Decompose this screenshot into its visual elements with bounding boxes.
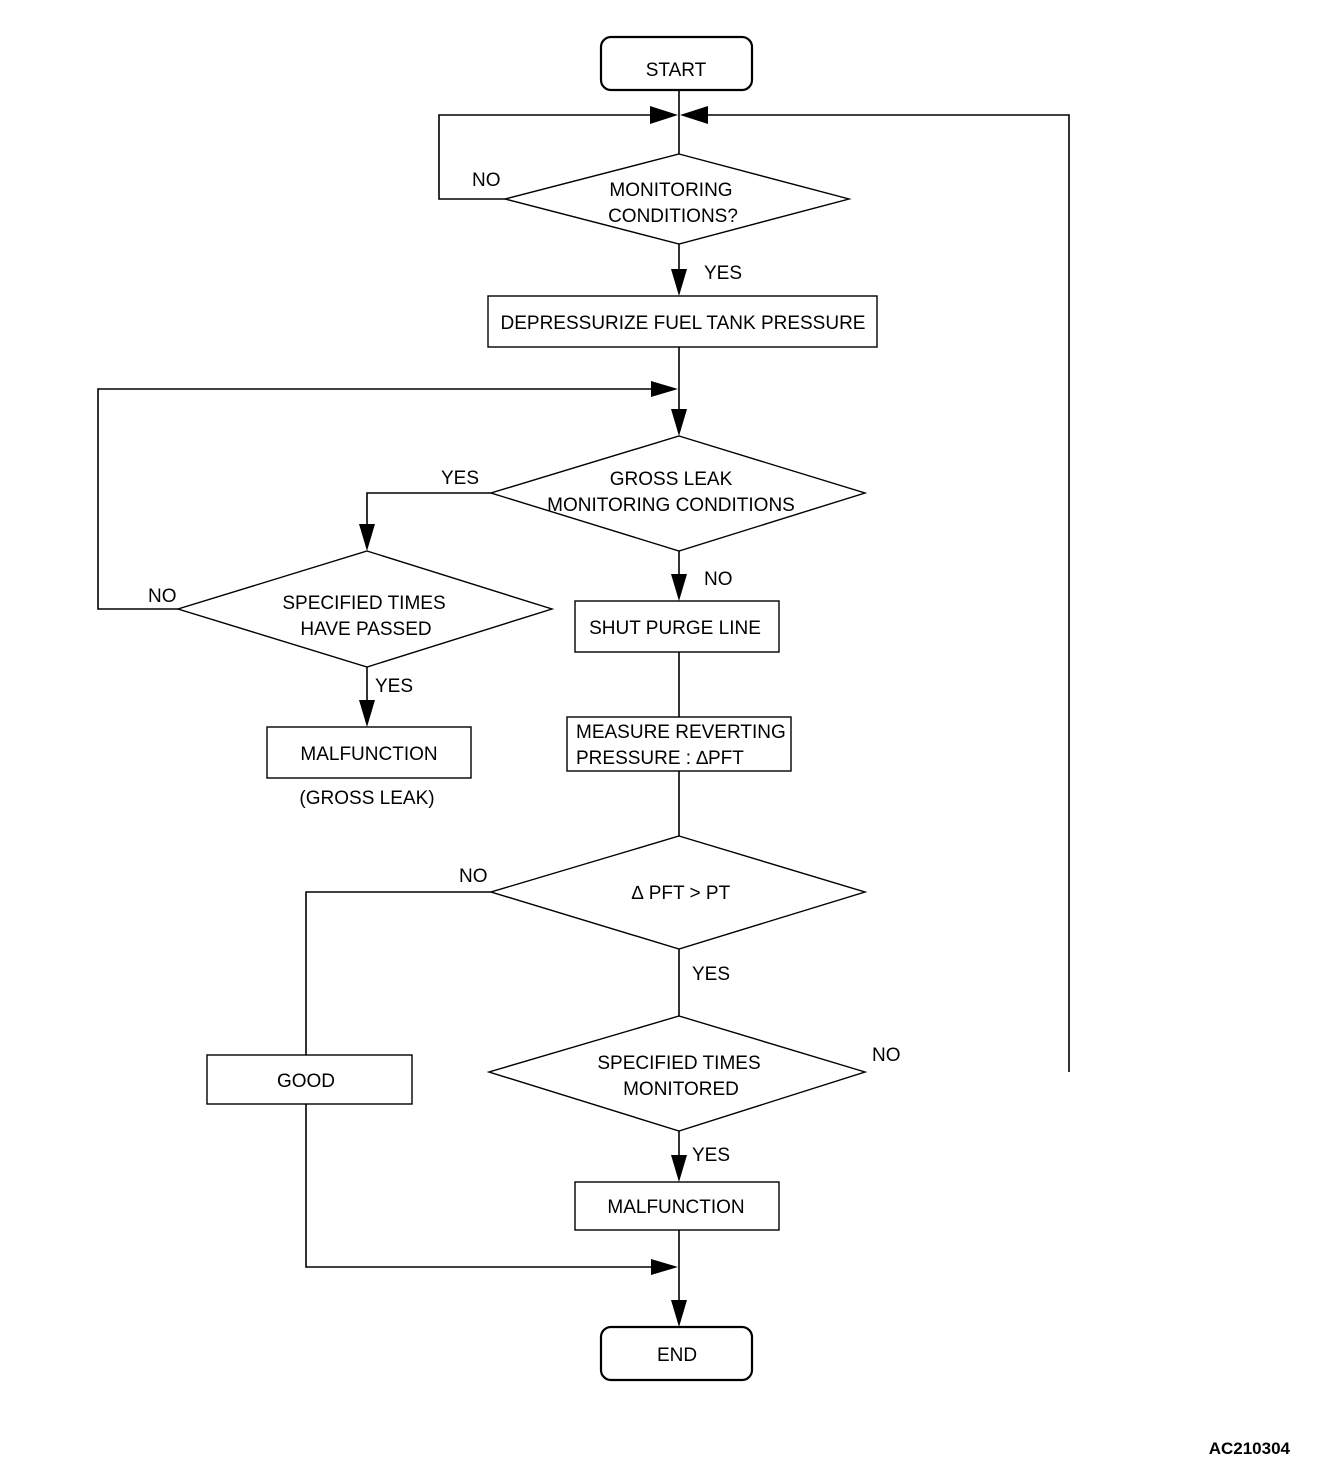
specified-passed-line-1: SPECIFIED TIMES bbox=[282, 593, 445, 614]
arrowhead-good-to-end bbox=[651, 1259, 678, 1275]
connector-lines bbox=[97, 90, 1070, 1310]
specified-monitored-line-2: MONITORED bbox=[623, 1079, 739, 1100]
specified-passed-line-2: HAVE PASSED bbox=[300, 619, 431, 640]
specified-times-passed-decision: SPECIFIED TIMES HAVE PASSED bbox=[175, 550, 555, 668]
arrowhead-to-malfunction bbox=[671, 1155, 687, 1182]
end-terminal: END bbox=[599, 1325, 754, 1382]
end-label: END bbox=[657, 1345, 697, 1366]
specified-monitored-no-label: NO bbox=[872, 1045, 901, 1066]
malfunction-gross-process: MALFUNCTION bbox=[266, 726, 472, 779]
delta-no-label: NO bbox=[459, 866, 488, 887]
arrowhead-to-depressurize bbox=[671, 269, 687, 296]
malfunction-label: MALFUNCTION bbox=[607, 1197, 744, 1218]
arrowhead-into-loop-left bbox=[650, 106, 678, 124]
arrowhead-to-shut-purge bbox=[671, 574, 687, 601]
measure-line-2: PRESSURE : ∆PFT bbox=[576, 748, 744, 769]
monitoring-no-label: NO bbox=[472, 170, 501, 191]
start-label: START bbox=[646, 60, 707, 81]
arrowhead-to-end bbox=[671, 1300, 687, 1327]
measure-process: MEASURE REVERTING PRESSURE : ∆PFT bbox=[566, 716, 792, 772]
specified-times-monitored-decision: SPECIFIED TIMES MONITORED bbox=[486, 1015, 868, 1132]
arrowhead-into-loop-right bbox=[680, 106, 708, 124]
arrowhead-to-malfunction-gross bbox=[359, 700, 375, 727]
measure-line-1: MEASURE REVERTING bbox=[576, 722, 786, 743]
gross-leak-no-label: NO bbox=[704, 569, 733, 590]
arrowhead-to-gross-leak bbox=[671, 409, 687, 436]
figure-id: AC210304 bbox=[1209, 1439, 1291, 1458]
specified-passed-no-label: NO bbox=[148, 586, 177, 607]
specified-passed-yes-label: YES bbox=[375, 676, 413, 697]
gross-leak-line-1: GROSS LEAK bbox=[610, 469, 733, 490]
depressurize-process: DEPRESSURIZE FUEL TANK PRESSURE bbox=[487, 295, 878, 348]
gross-leak-yes-label: YES bbox=[441, 468, 479, 489]
delta-yes-label: YES bbox=[692, 964, 730, 985]
shut-purge-process: SHUT PURGE LINE bbox=[574, 600, 780, 653]
gross-leak-note: (GROSS LEAK) bbox=[299, 788, 434, 809]
delta-pft-label: ∆ PFT > PT bbox=[632, 883, 731, 904]
arrowhead-to-specified-passed bbox=[359, 524, 375, 551]
shut-purge-label: SHUT PURGE LINE bbox=[589, 618, 761, 639]
arrowhead-gross-loop bbox=[651, 381, 678, 397]
monitoring-line-1: MONITORING bbox=[609, 180, 732, 201]
specified-monitored-line-1: SPECIFIED TIMES bbox=[597, 1053, 760, 1074]
gross-leak-decision: GROSS LEAK MONITORING CONDITIONS bbox=[488, 435, 868, 552]
monitoring-yes-label: YES bbox=[704, 263, 742, 284]
gross-leak-line-2: MONITORING CONDITIONS bbox=[547, 495, 795, 516]
malfunction-gross-label: MALFUNCTION bbox=[300, 744, 437, 765]
start-terminal: START bbox=[599, 35, 754, 92]
malfunction-process: MALFUNCTION bbox=[574, 1181, 780, 1231]
monitoring-conditions-decision: MONITORING CONDITIONS? bbox=[502, 153, 852, 245]
depressurize-label: DEPRESSURIZE FUEL TANK PRESSURE bbox=[501, 313, 866, 334]
specified-monitored-yes-label: YES bbox=[692, 1145, 730, 1166]
delta-pft-decision: ∆ PFT > PT bbox=[488, 835, 868, 950]
good-label: GOOD bbox=[277, 1071, 335, 1092]
monitoring-line-2: CONDITIONS? bbox=[608, 206, 738, 227]
good-process: GOOD bbox=[206, 1054, 413, 1105]
